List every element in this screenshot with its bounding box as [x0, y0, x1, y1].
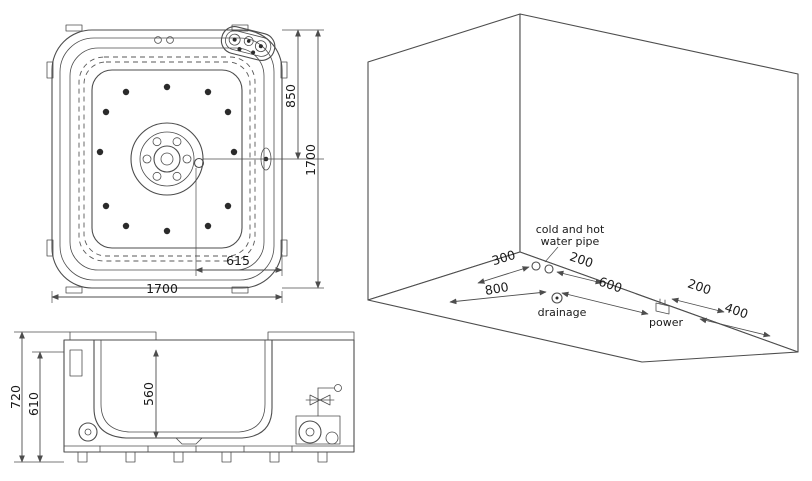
valve-icon	[309, 394, 321, 406]
center-side-jet	[193, 157, 205, 169]
power-label: power	[649, 316, 683, 329]
control-knob	[243, 36, 254, 46]
dim-200-power-label: 200	[686, 276, 713, 298]
water-pipe-holes	[531, 261, 554, 274]
circulation-pump	[69, 349, 98, 442]
dim-600: 600	[561, 274, 649, 316]
dim-200-pipes: 200	[556, 249, 603, 285]
rim-slab-left	[69, 331, 157, 341]
massage-jets	[96, 83, 238, 235]
top-plan-view: 850 1700 615 1700	[46, 24, 324, 303]
control-panel	[220, 26, 276, 61]
dim-1700-horizontal: 1700	[51, 281, 283, 303]
support-feet	[77, 445, 328, 463]
dim-615-label: 615	[226, 253, 250, 268]
skirt-frame	[63, 339, 355, 453]
dim-400-label: 400	[723, 300, 750, 322]
dim-720-label: 720	[8, 385, 23, 409]
dim-1700-vertical: 1700	[282, 29, 324, 289]
side-elevation-view: 720 610 560	[8, 331, 355, 463]
drain-sump	[175, 437, 203, 445]
dim-610: 610	[26, 351, 64, 463]
rim-slab-right	[267, 331, 355, 341]
dim-200-pipes-label: 200	[568, 249, 595, 271]
pump-motor-unit	[295, 384, 342, 445]
dim-850: 850	[203, 29, 324, 160]
center-drain-assembly	[130, 122, 205, 196]
dim-1700-vertical-label: 1700	[303, 144, 318, 176]
dim-610-label: 610	[26, 392, 41, 416]
deck-fitting	[154, 36, 174, 44]
dim-560: 560	[141, 349, 159, 439]
dim-600-label: 600	[597, 274, 624, 296]
cold-hot-water-pipe-label-line2: water pipe	[541, 235, 600, 248]
dim-615: 615	[195, 168, 283, 276]
pipe-leader-line	[544, 246, 559, 263]
jet-strip-outer	[78, 56, 256, 262]
control-knob	[228, 33, 241, 46]
control-knob	[254, 40, 267, 53]
dim-300-label: 300	[490, 247, 517, 268]
cold-hot-water-pipe-label-line1: cold and hot	[536, 223, 605, 236]
dim-560-label: 560	[141, 382, 156, 406]
corner-tabs	[46, 24, 288, 294]
drainage-label: drainage	[538, 306, 587, 319]
isometric-room-view: cold and hot water pipe 300 200 600 800 …	[367, 13, 799, 363]
dim-300: 300	[477, 247, 530, 284]
basin-profile	[93, 339, 273, 439]
dim-800: 800	[449, 279, 547, 305]
dim-200-power: 200	[671, 276, 725, 314]
dim-400: 400	[699, 300, 771, 338]
dim-1700-horizontal-label: 1700	[146, 281, 178, 296]
dim-800-label: 800	[484, 279, 510, 298]
power-outlet-symbol	[655, 298, 670, 315]
drainage-hole	[551, 292, 563, 304]
dim-850-label: 850	[283, 84, 298, 108]
